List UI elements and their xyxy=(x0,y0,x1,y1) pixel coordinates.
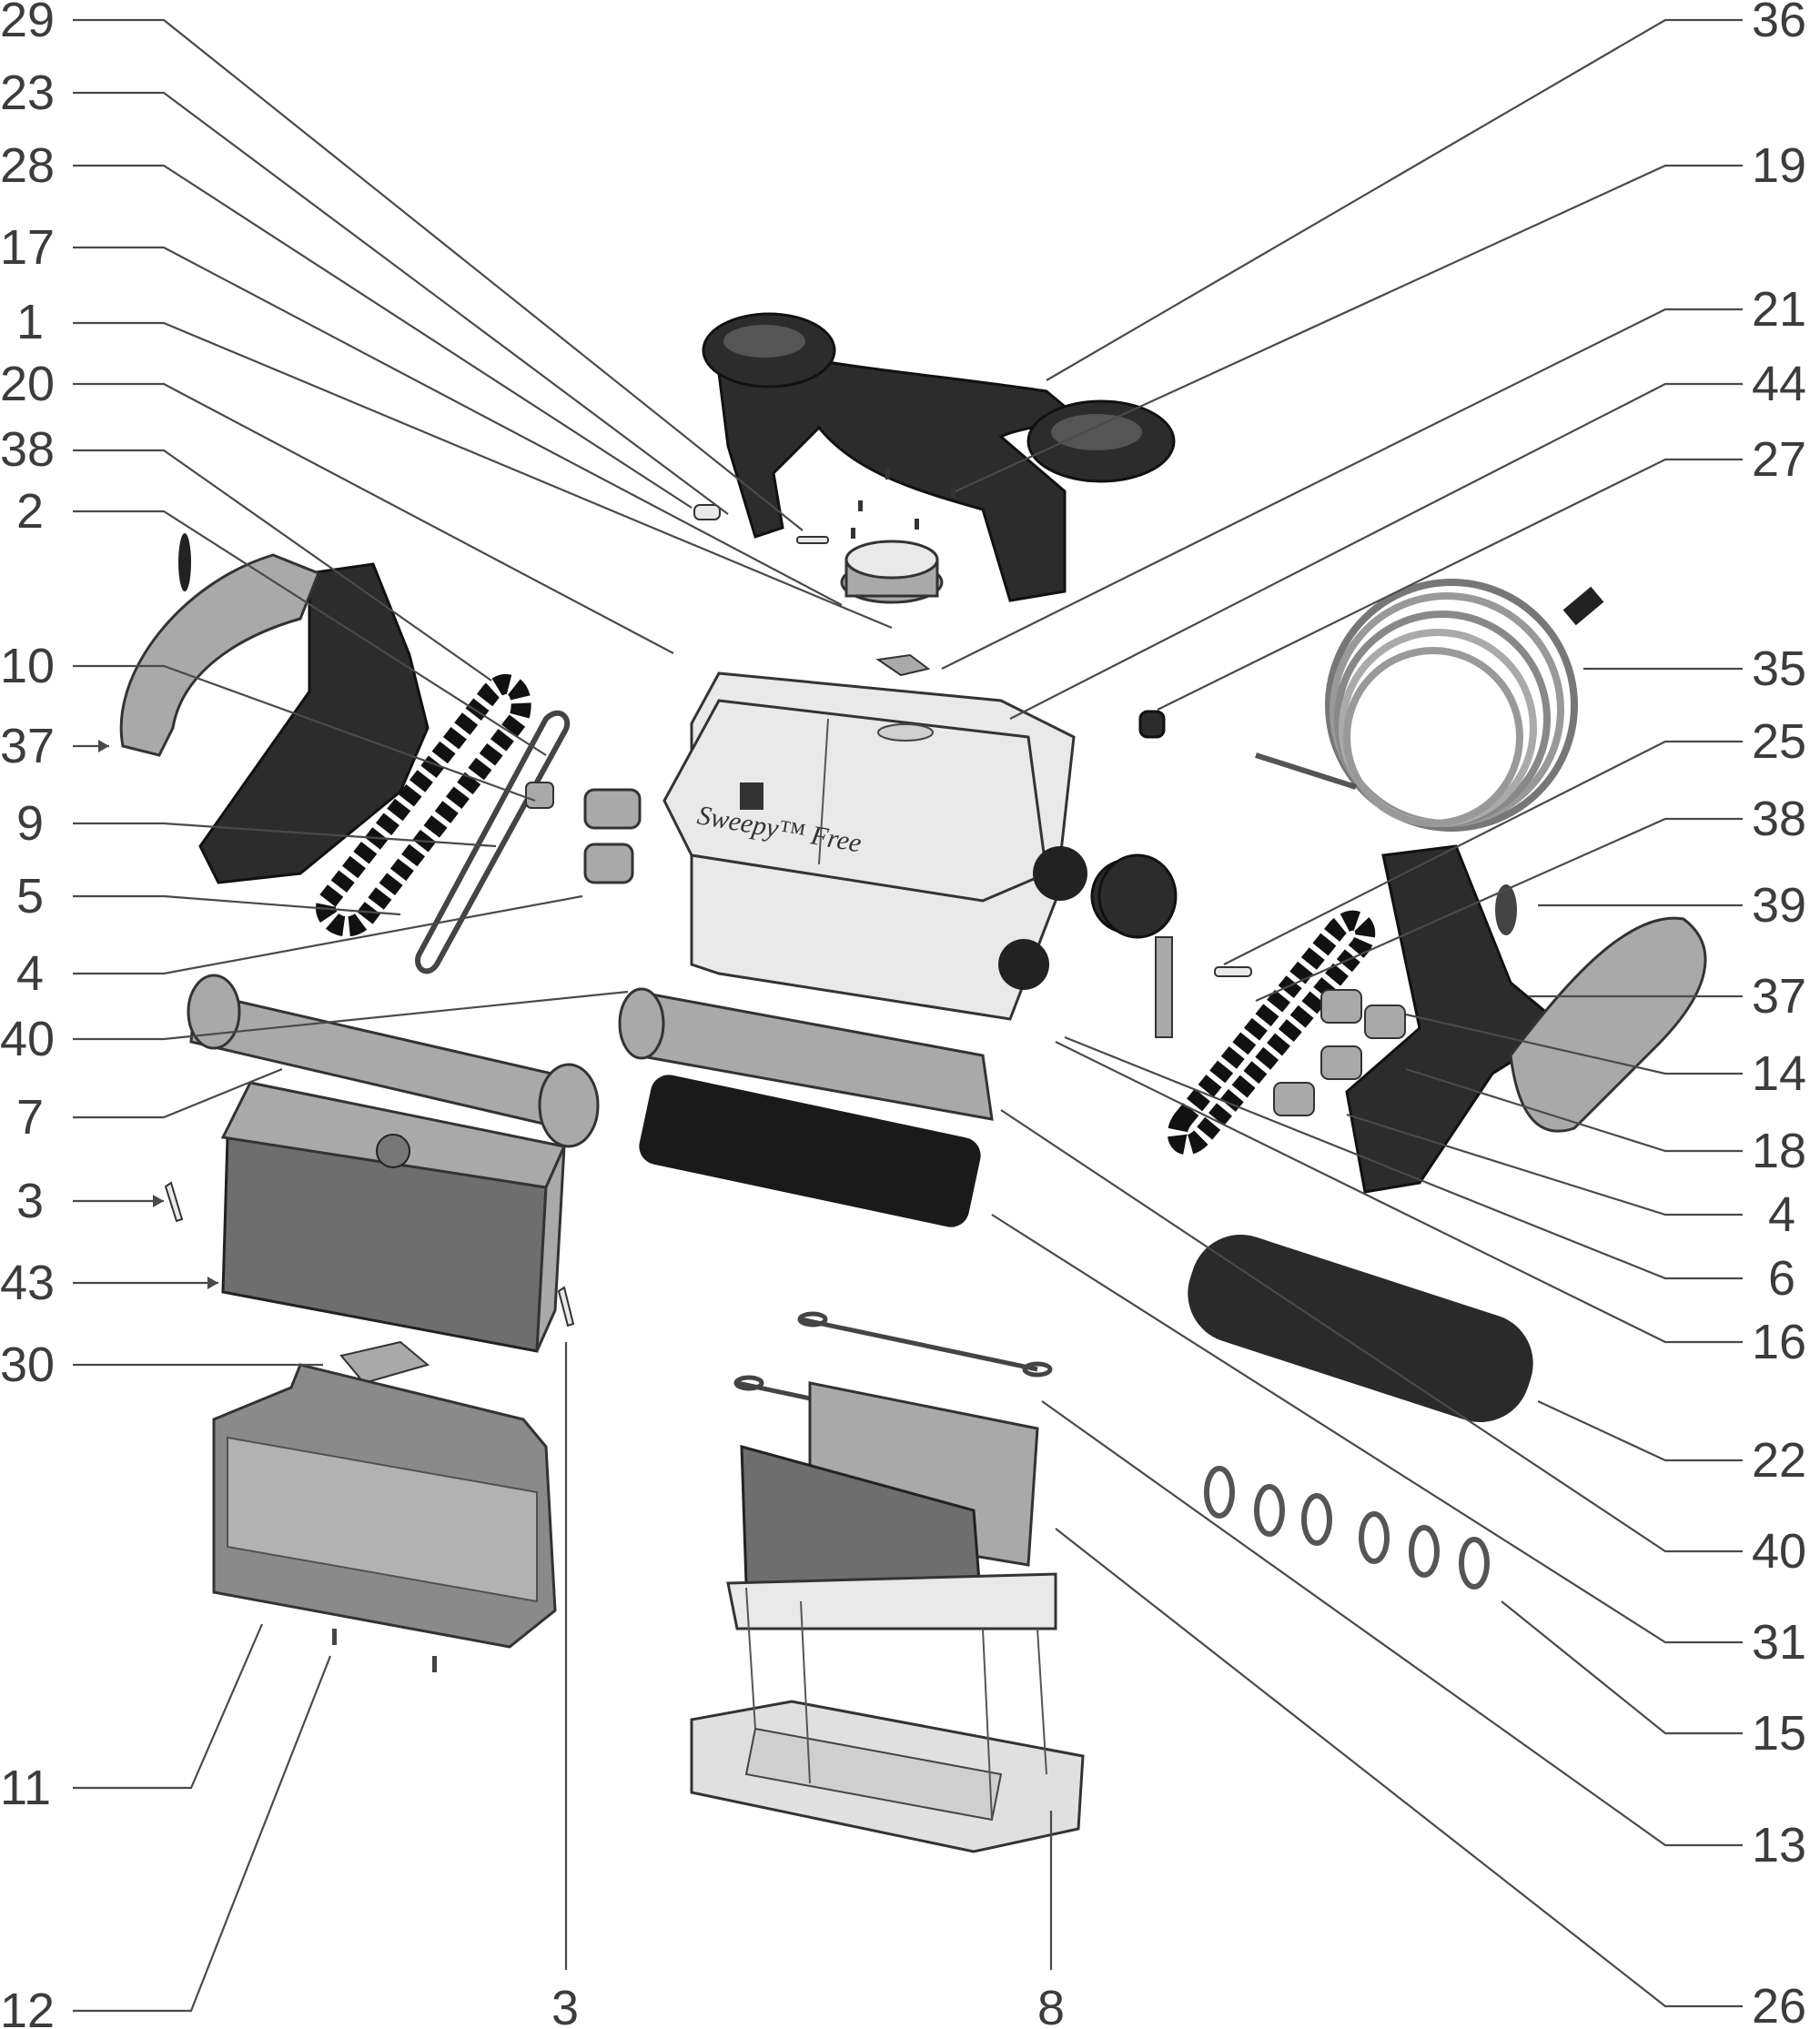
left-cap-part xyxy=(178,533,191,591)
filter-frame-part xyxy=(690,1587,1085,1853)
callout-right-31: 31 xyxy=(1752,1615,1806,1670)
callout-right-16: 16 xyxy=(1752,1315,1806,1369)
callout-right-38: 38 xyxy=(1752,792,1806,846)
callout-left-38: 38 xyxy=(0,422,55,477)
screws-part xyxy=(851,469,956,539)
callout-right-27: 27 xyxy=(1752,432,1806,487)
callout-left-12: 12 xyxy=(0,1984,55,2029)
callout-left-10: 10 xyxy=(0,639,55,693)
callout-right-4: 4 xyxy=(1768,1187,1795,1242)
callout-left-23: 23 xyxy=(0,66,55,120)
callout-right-37: 37 xyxy=(1752,969,1806,1024)
callout-left-43: 43 xyxy=(0,1256,55,1310)
right-pulley-part xyxy=(1097,853,1178,939)
callout-bottom-8: 8 xyxy=(1037,1981,1065,2029)
callout-left-30: 30 xyxy=(0,1338,55,1392)
callout-left-2: 2 xyxy=(16,484,44,539)
right-clip-part xyxy=(557,1286,575,1327)
left-callouts: 29 23 28 17 1 20 38 2 10 37 9 5 4 40 7 3… xyxy=(0,0,55,2029)
callout-left-17: 17 xyxy=(0,220,55,275)
callout-left-3: 3 xyxy=(16,1174,44,1228)
callout-right-36: 36 xyxy=(1752,0,1806,47)
callout-right-6: 6 xyxy=(1768,1251,1795,1306)
impeller-cover-part xyxy=(840,540,944,604)
pin-and-bushing-part xyxy=(693,504,829,544)
right-callouts: 36 19 21 44 27 35 25 38 39 37 14 18 4 6 … xyxy=(1752,0,1806,2029)
left-bumper-part xyxy=(119,553,320,757)
right-cap-part xyxy=(1495,884,1517,935)
textured-roller-part xyxy=(1188,1234,1533,1423)
callout-right-18: 18 xyxy=(1752,1124,1806,1178)
top-handle-part xyxy=(702,312,1176,602)
callout-right-25: 25 xyxy=(1752,714,1806,769)
left-arrowheads xyxy=(98,740,218,1289)
cable-coil-part xyxy=(1255,579,1604,832)
right-bumper-part xyxy=(1509,916,1707,1133)
right-pulleys-part xyxy=(1273,989,1406,1116)
filter-holder-part xyxy=(726,1381,1057,1630)
small-bushing-part xyxy=(1138,710,1166,739)
main-body-part: Sweepy™ Free xyxy=(662,671,1167,1021)
callout-left-1: 1 xyxy=(16,295,44,349)
left-track-part xyxy=(316,674,531,937)
callout-left-11: 11 xyxy=(0,1761,51,1815)
callout-right-39: 39 xyxy=(1752,878,1806,933)
left-clip-part xyxy=(164,1181,184,1223)
callout-right-13: 13 xyxy=(1752,1818,1806,1873)
callout-left-20: 20 xyxy=(0,357,55,411)
mesh-filter-part xyxy=(212,1363,557,1649)
left-pulleys-part xyxy=(525,782,642,884)
callout-left-5: 5 xyxy=(16,869,44,924)
brush-part xyxy=(639,1075,981,1227)
bottom-callouts: 3 8 xyxy=(551,1981,1065,2029)
right-track-part xyxy=(1168,910,1376,1156)
callout-bottom-3: 3 xyxy=(551,1981,579,2029)
right-side-plate-part xyxy=(1345,844,1568,1194)
leader-lines xyxy=(73,18,1743,2013)
impeller-part xyxy=(875,653,931,677)
callout-left-9: 9 xyxy=(16,796,44,851)
callout-right-14: 14 xyxy=(1752,1046,1806,1101)
callout-right-19: 19 xyxy=(1752,138,1806,193)
callout-left-4: 4 xyxy=(16,946,44,1001)
filter-screws-part xyxy=(332,1629,337,1645)
filter-box-part xyxy=(220,1081,567,1353)
callout-right-35: 35 xyxy=(1752,641,1806,696)
small-plate-part xyxy=(339,1340,430,1385)
callout-left-29: 29 xyxy=(0,0,55,47)
callout-left-40: 40 xyxy=(0,1012,55,1066)
callout-right-21: 21 xyxy=(1752,282,1806,337)
rings-part xyxy=(1204,1466,1490,1590)
bolt-and-bracket-part xyxy=(1155,936,1252,1038)
callout-right-40: 40 xyxy=(1752,1524,1806,1579)
callout-right-15: 15 xyxy=(1752,1706,1806,1761)
callout-right-22: 22 xyxy=(1752,1433,1806,1488)
foam-roller-part xyxy=(618,987,994,1121)
callout-left-7: 7 xyxy=(16,1090,44,1145)
callout-right-44: 44 xyxy=(1752,357,1806,411)
filter-screw-part xyxy=(432,1656,437,1672)
callout-left-37: 37 xyxy=(0,719,55,773)
callout-left-28: 28 xyxy=(0,138,55,193)
left-belt-part xyxy=(415,710,571,974)
callout-right-26: 26 xyxy=(1752,1979,1806,2029)
